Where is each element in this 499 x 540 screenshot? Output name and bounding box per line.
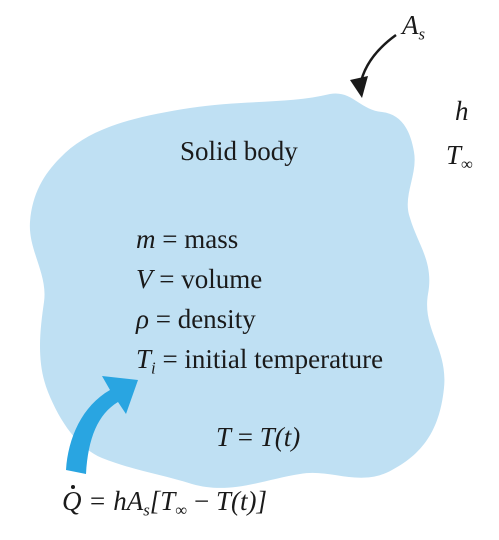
solid-body-title: Solid body (180, 136, 298, 166)
ambient-temperature-label: T∞ (446, 142, 473, 173)
property-symbol: ρ (136, 304, 149, 334)
convection-coefficient-label: h (455, 98, 469, 125)
property-row: Ti = initial temperature (136, 346, 383, 377)
temperature-lhs: T (216, 422, 232, 452)
heat-eq-minus: − (187, 486, 216, 516)
heat-eq-tail: T(t)] (215, 486, 267, 516)
property-symbol: T (136, 344, 152, 374)
property-symbol: m (136, 224, 156, 254)
property-subscript: i (151, 358, 156, 378)
property-text: = mass (155, 224, 239, 254)
h-symbol: h (455, 96, 469, 126)
surface-area-label: As (402, 12, 425, 43)
surface-pointer-arrowhead (350, 76, 368, 98)
property-text: = volume (152, 264, 263, 294)
heat-rate-symbol: Q (62, 485, 82, 516)
property-text: = initial temperature (155, 344, 384, 374)
heat-eq-bracket-open: [T (149, 486, 176, 516)
heat-transfer-equation: Q = hAs[T∞ − T(t)] (62, 485, 267, 520)
property-row: m = mass (136, 226, 238, 253)
temperature-equals: = (231, 422, 260, 452)
t-inf-subscript: ∞ (461, 154, 473, 174)
t-inf-symbol: T (446, 140, 462, 170)
property-row: ρ = density (136, 306, 256, 333)
surface-area-subscript: s (418, 24, 426, 44)
temperature-equation: T = T(t) (216, 424, 300, 451)
property-symbol: V (136, 264, 153, 294)
heat-eq-sub: s (143, 500, 150, 520)
property-row: V = volume (136, 266, 262, 293)
heat-eq-ha: = hA (81, 486, 144, 516)
heat-flow-arrow (66, 376, 138, 474)
temperature-rhs: T(t) (259, 422, 301, 452)
property-text: = density (148, 304, 256, 334)
heat-eq-inf: ∞ (175, 500, 188, 520)
surface-area-symbol: A (402, 10, 419, 40)
